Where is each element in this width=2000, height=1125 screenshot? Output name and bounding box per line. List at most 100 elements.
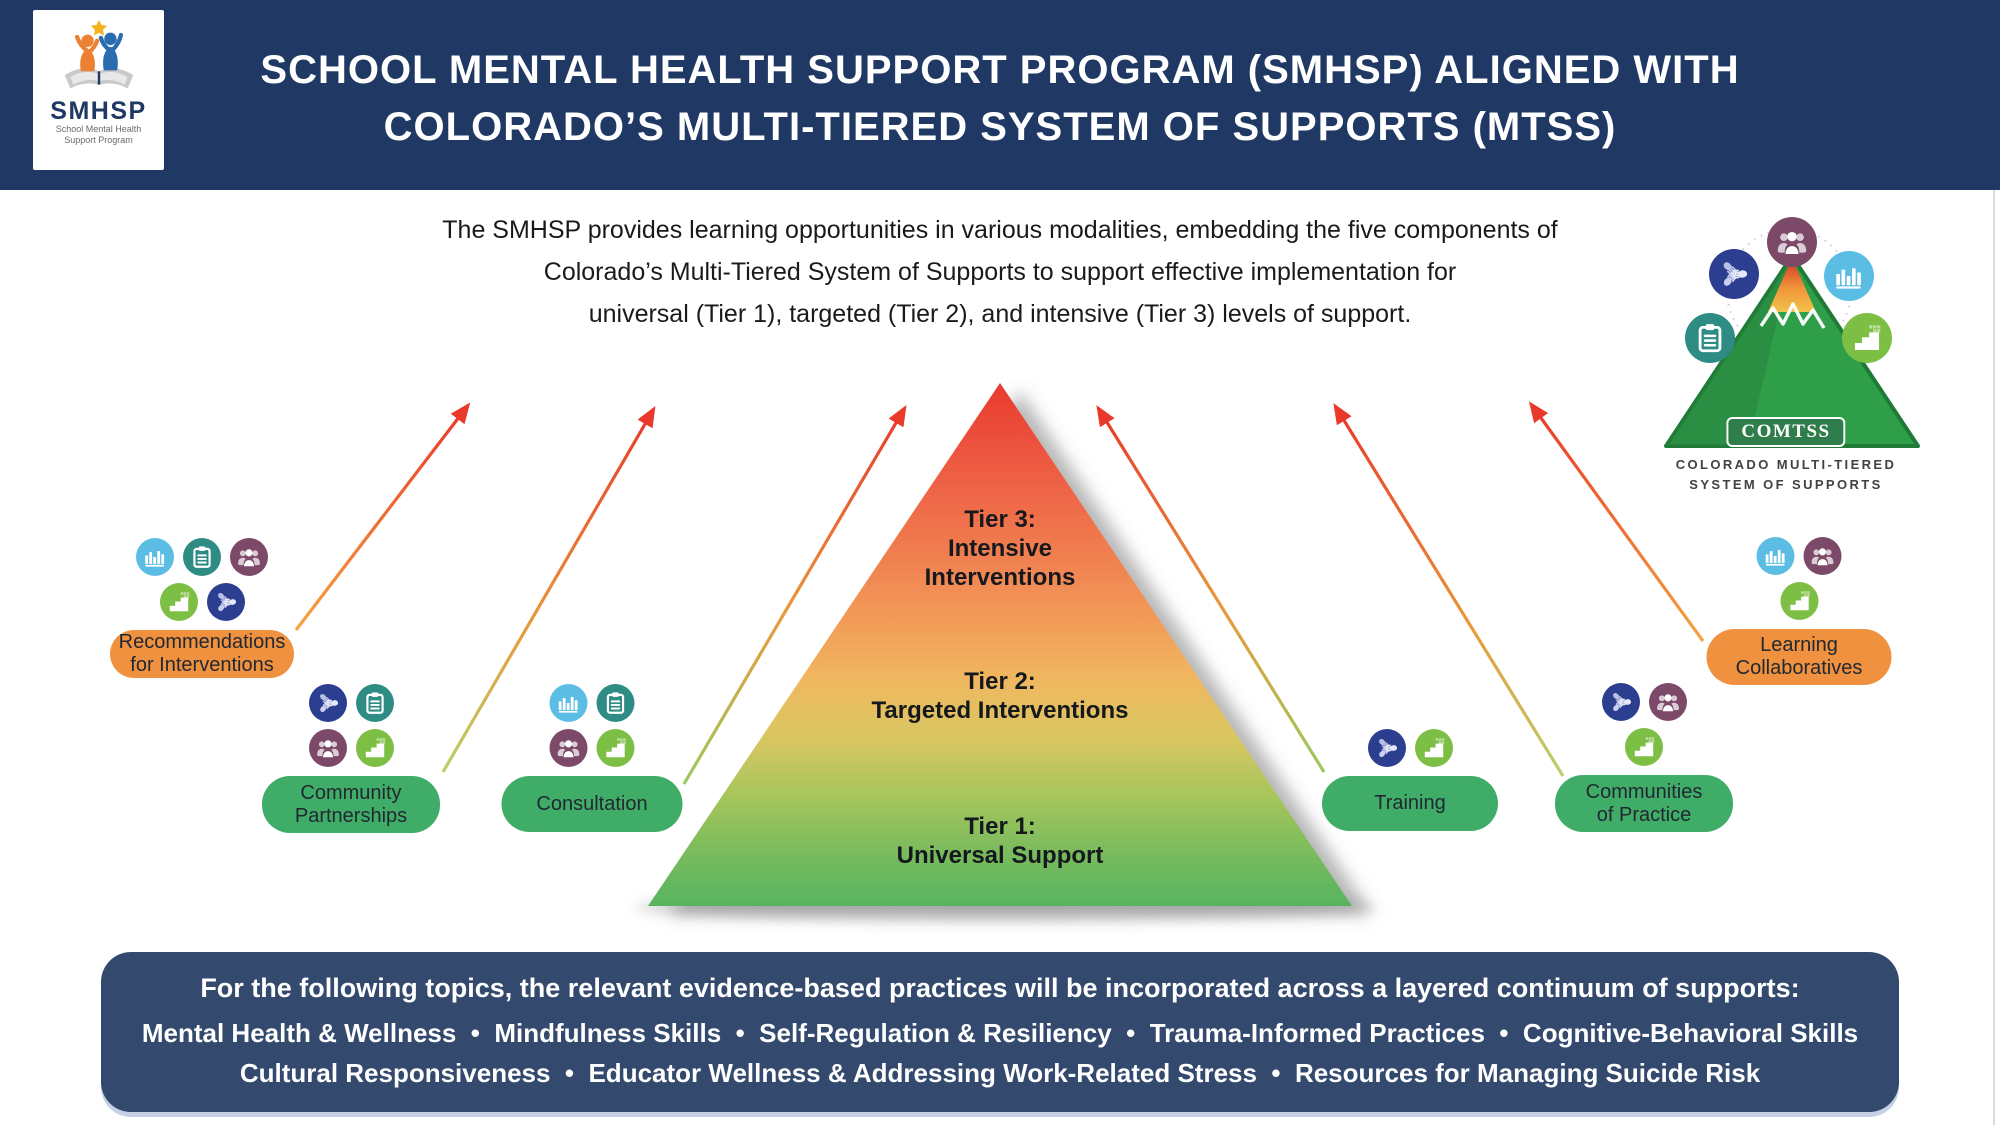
consultation-icon-cluster — [549, 684, 635, 767]
training-pill: Training — [1322, 776, 1498, 831]
group-icon — [1648, 683, 1687, 721]
bar-chart-icon — [1824, 251, 1874, 301]
smhsp-logo-art-icon — [64, 19, 133, 89]
hands-icon — [206, 583, 245, 621]
hands-icon — [1367, 729, 1406, 767]
page-title-line-1: SCHOOL MENTAL HEALTH SUPPORT PROGRAM (SM… — [260, 48, 1740, 92]
steps-icon — [1842, 313, 1892, 363]
arrow-training — [1096, 405, 1326, 773]
bar-chart-icon — [136, 538, 174, 576]
tier-1-label: Tier 1:Universal Support — [770, 812, 1230, 870]
page-title: SCHOOL MENTAL HEALTH SUPPORT PROGRAM (SM… — [0, 42, 2000, 156]
icon-row — [1625, 728, 1663, 766]
modality-consultation: Consultation — [501, 684, 683, 832]
comtss-caption-line-1: COLORADO MULTI-TIERED — [1675, 457, 1897, 472]
intro-line-1: The SMHSP provides learning opportunitie… — [442, 216, 1558, 244]
smhsp-logo-subtitle-1: School Mental Health — [55, 124, 142, 134]
flow-arrows — [294, 401, 1705, 785]
hands-icon — [1601, 683, 1640, 721]
community-partnerships-pill-label: Partnerships — [294, 804, 408, 827]
group-icon — [1803, 537, 1842, 575]
learning-collaboratives-icon-cluster — [1756, 537, 1842, 620]
tier-2-label-line: Tier 2: — [964, 668, 1036, 695]
arrow-community-partnerships — [441, 406, 656, 773]
recommendations-for-interventions-icon-cluster — [136, 538, 268, 621]
community-partnerships-pill-label: Community — [300, 781, 402, 804]
tier-3-label-line: Intensive — [947, 535, 1053, 562]
intro-line-3: universal (Tier 1), targeted (Tier 2), a… — [588, 300, 1412, 328]
recommendations-for-interventions-pill-label: for Interventions — [130, 654, 274, 676]
icon-row — [1601, 683, 1687, 721]
steps-icon — [596, 729, 635, 767]
footer-topics-line-1: Mental Health & Wellness • Mindfulness S… — [141, 1018, 1859, 1048]
page-title-line-2: COLORADO’S MULTI-TIERED SYSTEM OF SUPPOR… — [383, 105, 1617, 149]
page-edge-line — [1993, 190, 1995, 1125]
training-pill-label: Training — [1374, 792, 1446, 814]
tier-1-label-line: Universal Support — [896, 842, 1104, 869]
footer-topics-line-2: Cultural Responsiveness • Educator Welln… — [239, 1058, 1761, 1088]
tier-3-label-line: Tier 3: — [964, 506, 1036, 533]
intro-paragraph: The SMHSP provides learning opportunitie… — [0, 209, 2000, 335]
steps-icon — [1414, 729, 1453, 767]
smhsp-logo-acronym: SMHSP — [50, 97, 147, 125]
footer-intro-line: For the following topics, the relevant e… — [200, 973, 1800, 1003]
tier-2-label-line: Targeted Interventions — [871, 697, 1129, 724]
arrow-recommendations — [294, 402, 471, 631]
comtss-badge: COMTSS — [1726, 417, 1846, 447]
consultation-pill-label: Consultation — [536, 792, 648, 815]
communities-of-practice-pill-label: Communities — [1585, 780, 1703, 803]
tier-pyramid — [635, 383, 1375, 921]
bar-chart-icon — [1756, 537, 1795, 575]
icon-row — [136, 538, 268, 576]
steps-icon — [1625, 728, 1663, 766]
icon-row — [1367, 729, 1453, 767]
community-partnerships-icon-cluster — [308, 684, 394, 767]
icon-row — [549, 729, 635, 767]
tier-1-label-line: Tier 1: — [964, 813, 1036, 840]
tier-3-label-line: Interventions — [924, 564, 1076, 591]
icon-row — [308, 729, 394, 767]
clipboard-icon — [596, 684, 635, 722]
steps-icon — [159, 583, 198, 621]
group-icon — [549, 729, 588, 767]
training-icon-cluster — [1367, 729, 1453, 767]
arrow-consultation — [682, 405, 907, 785]
learning-collaboratives-pill-label: Collaboratives — [1735, 657, 1863, 679]
steps-icon — [355, 729, 394, 767]
comtss-caption-line-2: SYSTEM OF SUPPORTS — [1689, 477, 1883, 492]
hands-icon — [1709, 249, 1759, 299]
footer-topics-box: For the following topics, the relevant e… — [101, 952, 1899, 1112]
clipboard-icon — [1685, 313, 1735, 363]
header-band: SMHSP School Mental Health Support Progr… — [0, 0, 2000, 190]
smhsp-logo: SMHSP School Mental Health Support Progr… — [33, 10, 164, 170]
icon-row — [1756, 537, 1842, 575]
group-icon — [230, 538, 268, 576]
icon-row — [549, 684, 635, 722]
arrow-learning-collaboratives — [1528, 401, 1705, 642]
icon-row — [1780, 582, 1818, 620]
bar-chart-icon — [549, 684, 588, 722]
icon-row — [159, 583, 245, 621]
communities-of-practice-icon-cluster — [1601, 683, 1687, 766]
recommendations-for-interventions-pill-label: Recommendations — [118, 631, 286, 653]
learning-collaboratives-pill-label: Learning — [1760, 634, 1838, 656]
hands-icon — [308, 684, 347, 722]
clipboard-icon — [183, 538, 221, 576]
icon-row — [308, 684, 394, 722]
consultation-pill: Consultation — [501, 776, 683, 832]
group-icon — [1767, 217, 1817, 267]
arrow-communities-of-practice — [1333, 403, 1565, 777]
smhsp-logo-subtitle-2: Support Program — [64, 135, 133, 145]
clipboard-icon — [355, 684, 394, 722]
group-icon — [308, 729, 347, 767]
intro-line-2: Colorado’s Multi-Tiered System of Suppor… — [543, 258, 1457, 286]
